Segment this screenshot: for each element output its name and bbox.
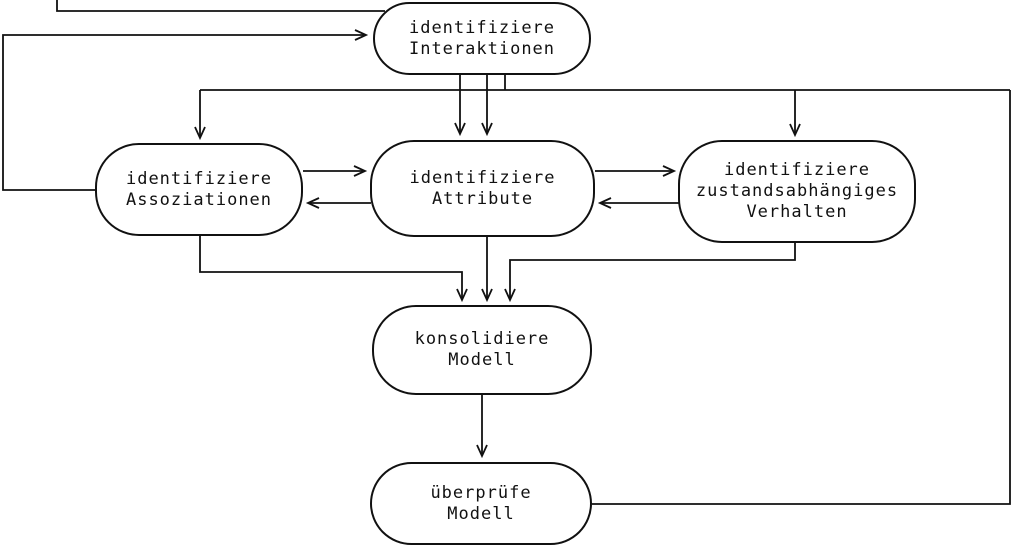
node-ueberpruefe-modell: überprüfe Modell (370, 462, 592, 545)
node-label-line: identifiziere (409, 167, 556, 188)
connector-feedback-left-loop (2, 29, 369, 191)
node-label-line: Attribute (431, 188, 534, 209)
node-label-line: Verhalten (746, 202, 848, 222)
node-label-line: identifiziere (723, 160, 871, 180)
node-konsolidiere-modell: konsolidiere Modell (372, 305, 592, 395)
node-label-line: Modell (448, 350, 516, 370)
node-identifiziere-interaktionen: identifiziere Interaktionen (373, 2, 591, 75)
node-identifiziere-zustandsabhaengiges-verhalten: identifiziere zustandsabhängiges Verhalt… (678, 140, 916, 243)
node-label-line: konsolidiere (414, 329, 550, 349)
node-label-line: Modell (447, 503, 515, 524)
node-label-line: identifiziere (408, 17, 556, 38)
connector-verhalten-konsolidiere (504, 243, 796, 303)
node-label-line: zustandsabhängiges (695, 181, 899, 201)
node-label-line: Interaktionen (408, 38, 556, 59)
node-identifiziere-attribute: identifiziere Attribute (370, 140, 595, 237)
connector-feedback-top-cutoff (56, 0, 385, 12)
connector-feedback-right-loop (592, 90, 1011, 505)
node-label-line: Assoziationen (125, 189, 273, 210)
node-label-line: identifiziere (125, 168, 273, 189)
node-label-line: überprüfe (430, 482, 532, 503)
node-identifiziere-assoziationen: identifiziere Assoziationen (95, 143, 303, 236)
connector-assoziationen-konsolidiere (199, 236, 468, 303)
